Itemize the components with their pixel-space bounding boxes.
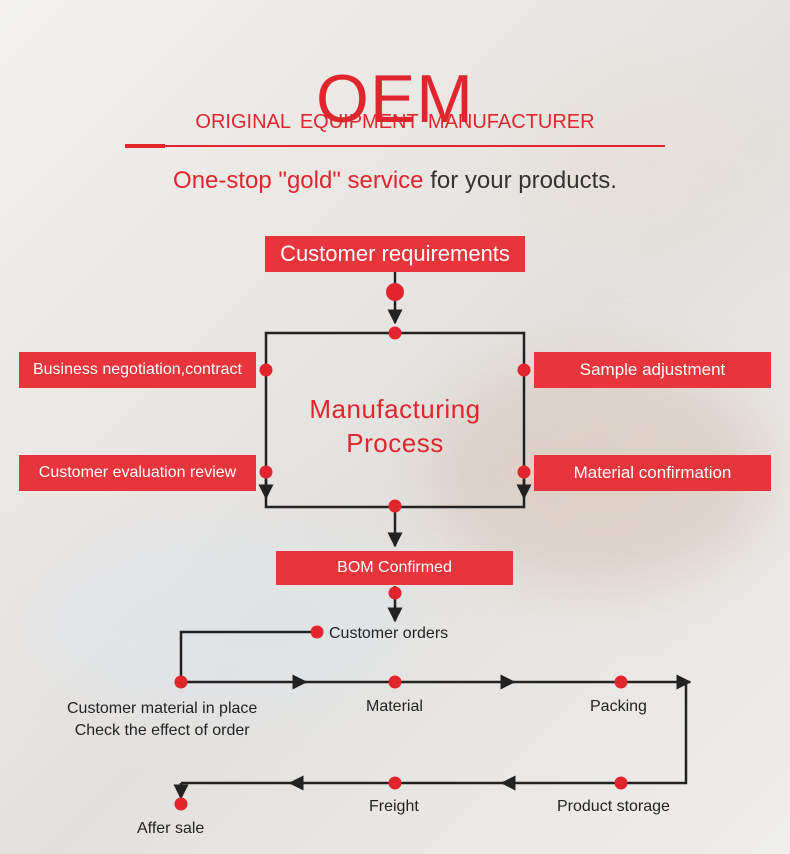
label-freight: Freight bbox=[369, 798, 419, 815]
step-material-confirmation: Material confirmation bbox=[534, 455, 771, 491]
node-dot bbox=[386, 283, 404, 301]
label-material-in-place-line2: Check the effect of order bbox=[74, 722, 250, 739]
divider-accent bbox=[125, 144, 165, 148]
step-customer-evaluation: Customer evaluation review bbox=[19, 455, 256, 491]
node-dot bbox=[388, 586, 402, 600]
connector bbox=[621, 682, 688, 785]
label-packing: Packing bbox=[590, 698, 647, 715]
process-title-line2: Process bbox=[346, 428, 444, 458]
label-material-in-place: Customer material in place Check the eff… bbox=[67, 698, 257, 742]
node-dot bbox=[388, 499, 402, 513]
background-blur bbox=[520, 80, 780, 240]
label-product-storage: Product storage bbox=[557, 798, 670, 815]
page-subtitle: ORIGINAL EQUIPMENT MANUFACTURER bbox=[195, 111, 595, 133]
node-dot bbox=[388, 326, 402, 340]
node-dot bbox=[174, 797, 188, 811]
page-title: OEM bbox=[316, 60, 474, 137]
label-material: Material bbox=[366, 698, 423, 715]
step-business-negotiation: Business negotiation,contract bbox=[19, 352, 256, 388]
step-sample-adjustment: Sample adjustment bbox=[534, 352, 771, 388]
tagline: One-stop "gold" service for your product… bbox=[0, 167, 790, 195]
process-title-line1: Manufacturing bbox=[309, 394, 481, 424]
divider bbox=[125, 145, 665, 147]
node-dot bbox=[517, 363, 531, 377]
tagline-highlight: One-stop "gold" service bbox=[173, 167, 424, 194]
node-dot bbox=[614, 776, 628, 790]
bom-box: BOM Confirmed bbox=[276, 551, 513, 585]
process-title: Manufacturing Process bbox=[270, 392, 520, 460]
node-dot bbox=[259, 465, 273, 479]
tagline-rest: for your products. bbox=[430, 167, 617, 194]
label-after-sale: Affer sale bbox=[137, 820, 205, 837]
node-dot bbox=[310, 625, 324, 639]
node-dot bbox=[388, 675, 402, 689]
start-box: Customer requirements bbox=[265, 236, 525, 272]
node-dot bbox=[388, 776, 402, 790]
node-dot bbox=[259, 363, 273, 377]
label-customer-orders: Customer orders bbox=[329, 625, 449, 642]
node-dot bbox=[517, 465, 531, 479]
label-material-in-place-line1: Customer material in place bbox=[67, 700, 258, 717]
node-dot bbox=[174, 675, 188, 689]
connector bbox=[179, 630, 315, 682]
node-dot bbox=[614, 675, 628, 689]
